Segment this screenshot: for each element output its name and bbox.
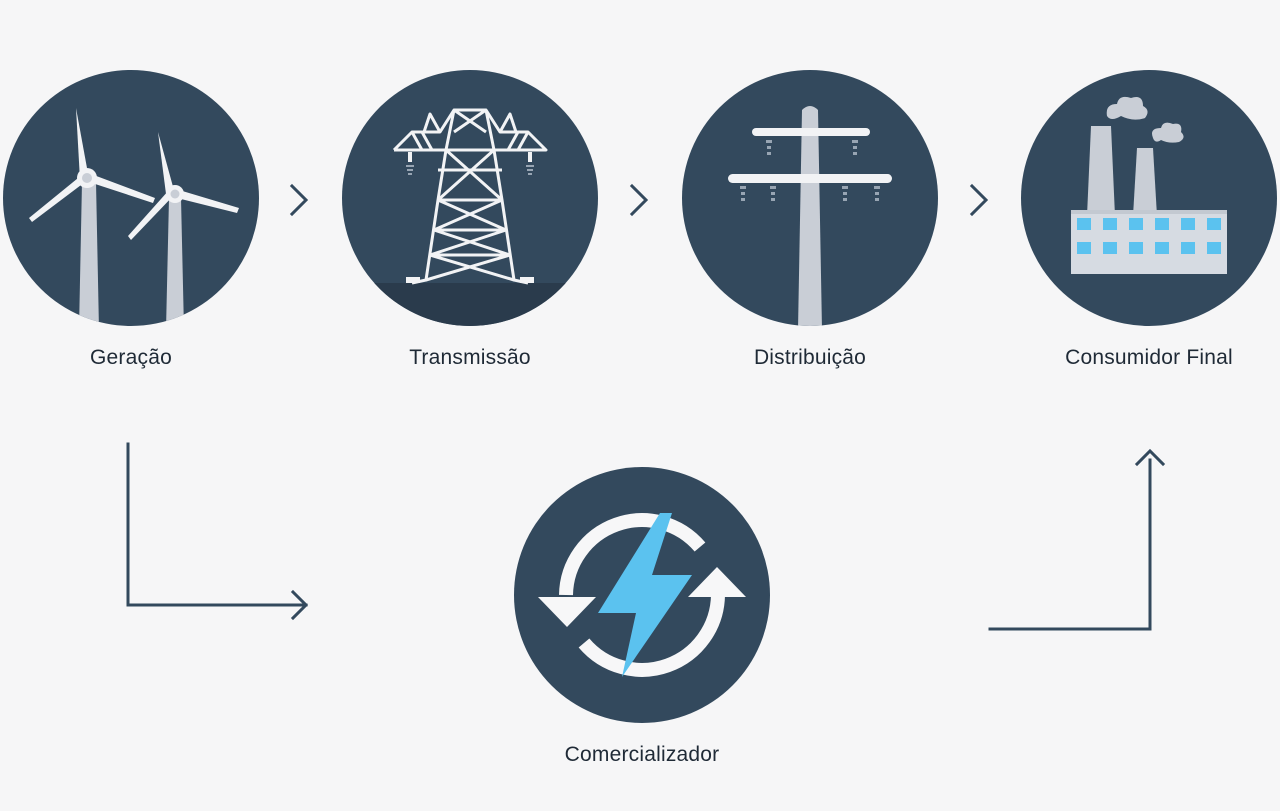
- utility-pole-icon: [682, 70, 938, 326]
- node-label-consumidor: Consumidor Final: [1065, 346, 1233, 369]
- node-distribuicao: [682, 70, 938, 326]
- transmission-tower-icon: [342, 70, 598, 326]
- node-label-geracao: Geração: [90, 346, 172, 369]
- arrow-geracao-transmissao: [289, 183, 309, 217]
- node-comercializador: [514, 467, 770, 723]
- arrow-comercializador-consumidor: [988, 448, 1166, 631]
- arrow-transmissao-distribuicao: [629, 183, 649, 217]
- node-transmissao: [342, 70, 598, 326]
- factory-icon: [1021, 70, 1277, 326]
- wind-turbines-icon: [3, 70, 259, 326]
- node-label-comercializador: Comercializador: [564, 743, 720, 766]
- arrow-geracao-comercializador: [126, 442, 309, 621]
- node-geracao: [3, 70, 259, 326]
- arrow-distribuicao-consumidor: [969, 183, 989, 217]
- energy-exchange-icon: [514, 467, 770, 723]
- node-label-distribuicao: Distribuição: [753, 346, 867, 369]
- node-consumidor: [1021, 70, 1277, 326]
- node-label-transmissao: Transmissão: [409, 346, 531, 369]
